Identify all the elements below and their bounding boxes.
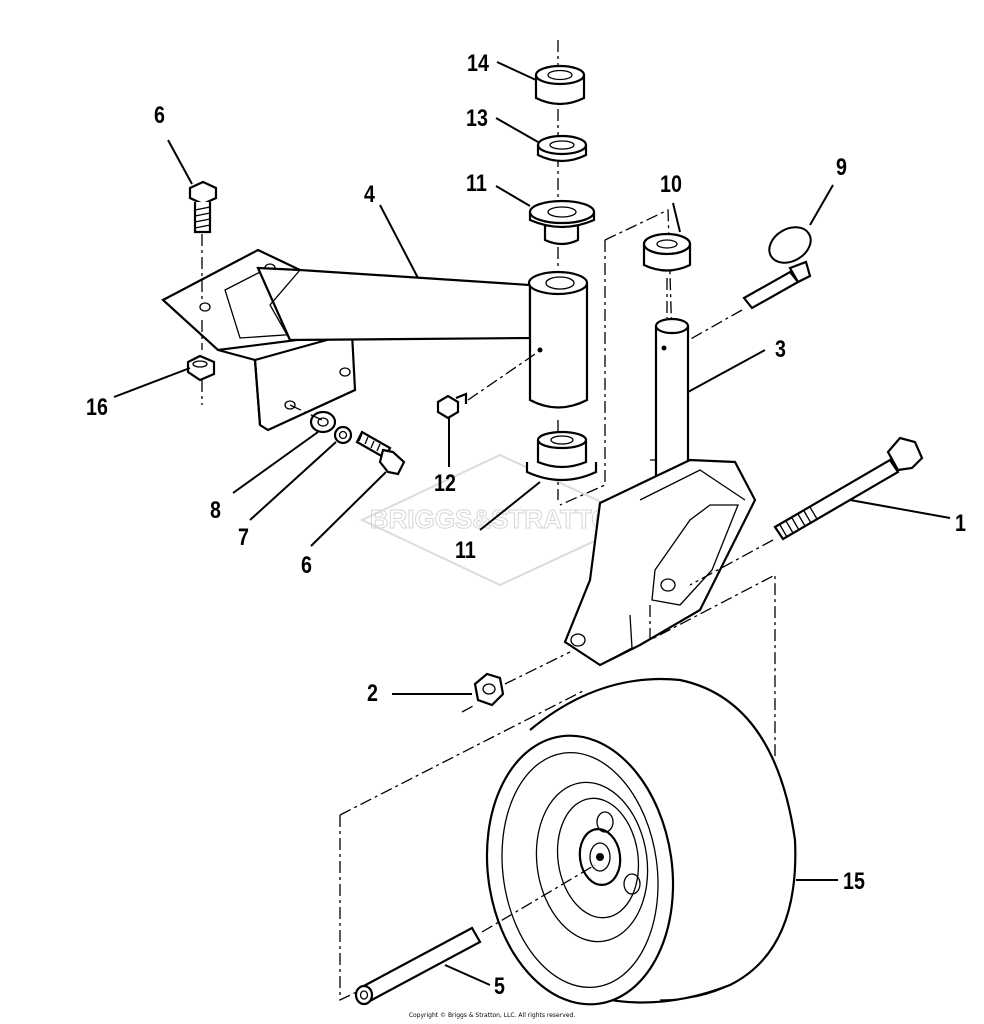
nut-axis-line (461, 651, 571, 713)
callout-11-bottom: 11 (455, 537, 476, 564)
part-1-axle-bolt (773, 436, 924, 541)
watermark-text: BRIGGS&STRATTON (370, 504, 630, 534)
part-4-caster-arm (161, 248, 589, 432)
tube-axis-line (481, 864, 596, 933)
assembly-outline-lower (339, 573, 776, 1002)
part-6-bolt-top (188, 180, 218, 234)
part-3-caster-fork (563, 317, 757, 667)
part-12-grease-fitting (436, 392, 468, 420)
grease-fitting-axis (467, 351, 539, 401)
callout-8: 8 (210, 497, 221, 524)
pin-axis-line (679, 309, 743, 346)
callout-14: 14 (467, 50, 489, 77)
part-6-bolt-lower (355, 430, 406, 476)
callout-11-top: 11 (466, 170, 487, 197)
callout-10: 10 (660, 171, 682, 198)
part-7-lock-washer (333, 425, 353, 445)
part-8-flat-washer (309, 410, 337, 434)
callout-3: 3 (775, 336, 786, 363)
callout-6-top: 6 (154, 102, 165, 129)
callout-15: 15 (843, 868, 865, 895)
briggs-stratton-watermark: BRIGGS&STRATTON (359, 453, 643, 587)
callout-12: 12 (434, 470, 456, 497)
callout-7: 7 (238, 524, 249, 551)
part-10-spacer (642, 232, 692, 272)
part-16-nut (186, 354, 216, 382)
callout-5: 5 (494, 973, 505, 1000)
callout-9: 9 (836, 154, 847, 181)
callout-6-bottom: 6 (301, 552, 312, 579)
part-11-flange-bushing-bottom (525, 430, 598, 482)
part-9-snap-pin (742, 226, 812, 310)
part-13-washer (536, 134, 588, 163)
part-2-lock-nut (473, 672, 505, 707)
part-15-wheel-assembly (485, 678, 797, 1006)
callout-13: 13 (466, 105, 488, 132)
part-11-flange-bushing-top (528, 199, 596, 246)
part-5-spacer-tube (354, 926, 482, 1006)
part-14-bushing (534, 64, 586, 106)
callout-4: 4 (364, 181, 375, 208)
axle-axis-line (689, 539, 774, 586)
leader-lines (113, 61, 951, 986)
bracket-bolt-axis (289, 404, 323, 421)
callout-1: 1 (955, 510, 966, 537)
copyright-notice: Copyright © Briggs & Stratton, LLC. All … (408, 1012, 576, 1019)
callout-2: 2 (367, 680, 378, 707)
callout-16: 16 (86, 394, 108, 421)
